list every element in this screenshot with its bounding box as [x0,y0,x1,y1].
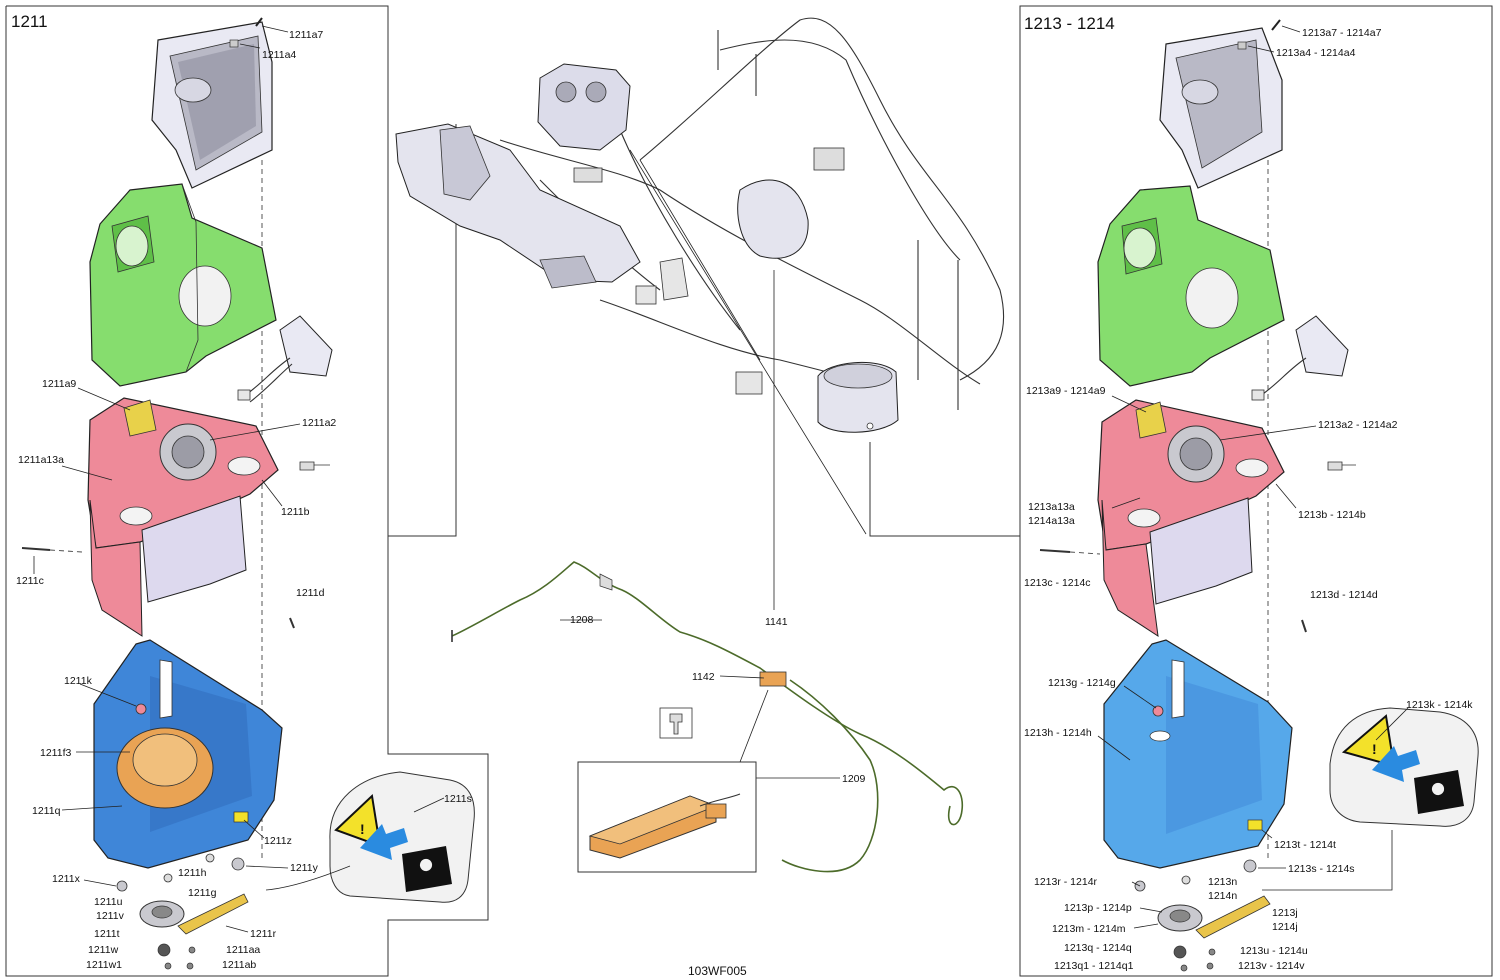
label-1213q1: 1213q1 - 1214q1 [1054,960,1134,972]
svg-text:!: ! [1372,741,1377,757]
label-1213j: 1213j [1272,907,1298,919]
label-1211q: 1211q [32,805,61,817]
label-1214j: 1214j [1272,921,1298,933]
label-1211s: 1211s [444,793,472,805]
harness-assembly [451,561,964,873]
label-1213s: 1213s - 1214s [1288,863,1355,875]
lock-icon [402,846,452,892]
label-1211a13a: 1211a13a [18,454,64,466]
label-1211a9: 1211a9 [42,378,76,390]
label-1211y: 1211y [290,862,319,874]
left-assembly: ! [21,17,475,970]
label-1213n: 1213n [1208,876,1237,888]
right-assembly: ! [1039,19,1479,972]
sensor-module-part [237,315,333,403]
warning-triangle-icon [1341,714,1396,768]
label-1211h: 1211h [178,867,207,879]
base-hardware-parts [116,853,249,970]
green-frame-part [1097,185,1285,387]
label-1208: 1208 [570,614,594,626]
right-panel-title: 1213 - 1214 [1024,14,1115,33]
label-1211c: 1211c [16,575,44,587]
label-1211aa: 1211aa [226,944,260,956]
label-1211u: 1211u [94,896,123,908]
label-1211v: 1211v [96,910,125,922]
label-1213a4: 1213a4 - 1214a4 [1276,47,1356,59]
label-1213a7: 1213a7 - 1214a7 [1302,27,1382,39]
left-connector [388,124,457,537]
label-1213p: 1213p - 1214p [1064,902,1132,914]
module-detail-inset [577,689,769,873]
label-1211x: 1211x [52,873,81,885]
warning-triangle-icon [334,793,382,848]
label-1211ab: 1211ab [222,959,256,971]
label-1213r: 1213r - 1214r [1034,876,1098,888]
label-1211a4: 1211a4 [262,49,296,61]
label-1211r: 1211r [250,928,277,940]
right-connector [869,442,1020,537]
label-1209: 1209 [842,773,866,785]
blue-base-part [1103,639,1293,869]
warning-decal-part: ! [1262,707,1479,891]
label-1211w: 1211w [88,944,119,956]
svg-text:!: ! [360,821,365,837]
right-panel-frame [1019,5,1493,977]
label-1141: 1141 [765,616,788,628]
label-1213a9: 1213a9 - 1214a9 [1026,385,1106,397]
label-1213g: 1213g - 1214g [1048,677,1116,689]
left-panel-title: 1211 [11,12,48,31]
label-1211g: 1211g [188,887,217,899]
arrow-left-icon [360,824,408,860]
label-1214a13a: 1214a13a [1028,515,1075,527]
bolt-parts [1039,19,1356,633]
left-labels: 1211a7 1211a4 1211a9 1211a2 1211a13a 121… [16,25,472,971]
label-1213q: 1213q - 1214q [1064,942,1132,954]
label-1211k: 1211k [64,675,93,687]
vehicle-wiring-overview [395,17,1005,610]
base-hardware-parts [1134,859,1271,972]
label-1213k: 1213k - 1214k [1406,699,1473,711]
label-1211d: 1211d [296,587,325,599]
label-1213a2: 1213a2 - 1214a2 [1318,419,1398,431]
right-labels: 1213a7 - 1214a7 1213a4 - 1214a4 1213a9 -… [1024,25,1473,972]
label-1214n: 1214n [1208,890,1237,902]
bolt-parts [21,17,330,629]
label-1213m: 1213m - 1214m [1052,923,1126,935]
label-1211a2: 1211a2 [302,417,336,429]
label-1211f3: 1211f3 [40,747,71,759]
lock-icon [1414,770,1464,814]
left-panel-frame [5,5,489,977]
label-1213t: 1213t - 1214t [1274,839,1336,851]
pink-body-part [1097,399,1285,638]
arrow-left-icon [1372,746,1420,782]
label-1213u: 1213u - 1214u [1240,945,1308,957]
green-frame-part [89,183,277,387]
label-1211w1: 1211w1 [86,959,122,971]
sensor-module-part [1251,315,1349,401]
warning-decal-part: ! [265,771,475,903]
label-1213d: 1213d - 1214d [1310,589,1378,601]
label-1211t: 1211t [94,928,120,940]
label-1213a13a: 1213a13a [1028,501,1075,513]
label-1211a7: 1211a7 [289,29,323,41]
cover-part [1159,27,1283,189]
label-1213c: 1213c - 1214c [1024,577,1091,589]
drawing-number: 103WF005 [688,964,747,978]
blue-base-part [93,639,283,869]
label-1211z: 1211z [264,835,292,847]
pink-body-part [87,397,279,637]
label-1142: 1142 [692,671,715,683]
label-1213v: 1213v - 1214v [1238,960,1305,972]
label-1211b: 1211b [281,506,310,518]
label-1213h: 1213h - 1214h [1024,727,1092,739]
label-1213b: 1213b - 1214b [1298,509,1366,521]
cover-part [151,21,273,189]
